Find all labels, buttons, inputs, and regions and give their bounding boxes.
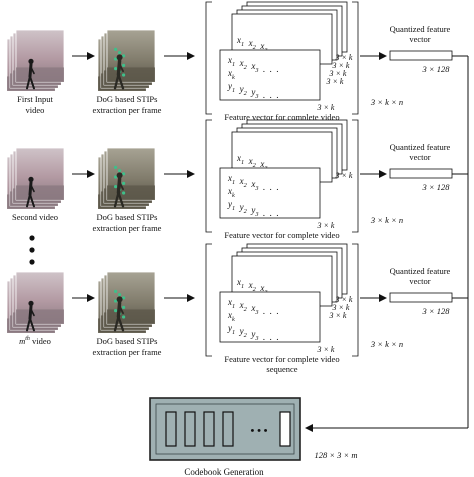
math-subscript: k (232, 192, 235, 199)
quantized-dim-label: 3 × 128 (422, 64, 451, 74)
math-dots: . (276, 306, 278, 316)
stip-label: DoG based STIPs (97, 94, 158, 104)
bracket-right (352, 120, 358, 232)
quantized-label: Quantized feature (390, 142, 451, 152)
ellipsis-dot (29, 259, 34, 264)
frame-ground (107, 309, 155, 324)
stip-label: extraction per frame (93, 105, 162, 115)
front-dim-label: 3 × k (317, 221, 335, 230)
frame-ground (16, 67, 64, 82)
bracket-right (352, 2, 358, 114)
walker-body (118, 179, 119, 193)
pipeline-row-2: Second video DoG based STIPsextraction pe… (7, 120, 468, 250)
math-subscript: k (232, 74, 235, 81)
math-dots: . (276, 182, 278, 192)
label-rest: video (30, 336, 51, 346)
codeword-cell (166, 412, 176, 446)
bracket-left (206, 244, 212, 356)
codebook-label: Codebook Generation (184, 467, 264, 477)
stip-point (114, 290, 117, 293)
quantized-vector-bar (390, 169, 452, 178)
stack-dim-label: 3 × k (335, 171, 353, 180)
codeword-cell (204, 412, 214, 446)
stip-label: extraction per frame (93, 347, 162, 357)
bracket-right (352, 244, 358, 356)
quantized-label: Quantized feature (390, 24, 451, 34)
walker-body (30, 182, 31, 194)
stip-point (122, 64, 125, 67)
ellipsis-dot (29, 247, 34, 252)
bracket-left (206, 120, 212, 232)
stip-point (114, 185, 117, 188)
video-label: First Input (17, 94, 53, 104)
front-dim-label: 3 × k (317, 103, 335, 112)
stip-label: DoG based STIPs (97, 212, 158, 222)
bracket-left (206, 2, 212, 114)
feature-caption: Feature vector for complete video (224, 354, 339, 364)
stack-dim-label: 3 × k (326, 77, 344, 86)
quantized-label: Quantized feature (390, 266, 451, 276)
video-label: video (26, 105, 45, 115)
math-subscript: k (232, 316, 235, 323)
frame-ground (107, 185, 155, 200)
quantized-label: vector (409, 152, 430, 162)
front-dim-label: 3 × k (317, 345, 335, 354)
stip-point (114, 67, 117, 70)
math-dots: . (276, 90, 278, 100)
codebook-dim-label: 128 × 3 × m (314, 450, 357, 460)
walker-body (118, 61, 119, 75)
stack-dim-label: 3 × k (329, 311, 347, 320)
total-dim-label: 3 × k × n (370, 215, 403, 225)
video-label: Second video (12, 212, 58, 222)
codeword-cell (223, 412, 233, 446)
stip-point (114, 48, 117, 51)
feature-caption: sequence (266, 364, 297, 374)
stip-point (114, 309, 117, 312)
frame-ground (16, 185, 64, 200)
total-dim-label: 3 × k × n (370, 97, 403, 107)
frame-ground (107, 67, 155, 82)
walker-body (30, 64, 31, 76)
walker-body (30, 306, 31, 318)
total-dim-label: 3 × k × n (370, 339, 403, 349)
stip-point (122, 191, 125, 194)
quantized-vector-bar (390, 293, 452, 302)
quantized-label: vector (409, 34, 430, 44)
pipeline-row-3: mth video DoG based STIPsextraction per f… (7, 244, 468, 374)
codeword-cell (185, 412, 195, 446)
walker-body (118, 303, 119, 317)
quantized-vector-bar (390, 51, 452, 60)
codeword-cell-last (280, 412, 290, 446)
math-dots: . (276, 208, 278, 218)
stip-point (122, 306, 125, 309)
stip-point (114, 166, 117, 169)
ellipsis-dot (29, 235, 34, 240)
codebook-dots: • • • (250, 425, 267, 437)
quantized-dim-label: 3 × 128 (422, 306, 451, 316)
quantized-dim-label: 3 × 128 (422, 182, 451, 192)
frame-ground (16, 309, 64, 324)
stip-label: DoG based STIPs (97, 336, 158, 346)
stip-point (122, 182, 125, 185)
stip-point (118, 51, 121, 54)
stip-point (118, 169, 121, 172)
stip-point (122, 315, 125, 318)
stip-point (122, 73, 125, 76)
video-label: mth video (19, 336, 51, 346)
math-dots: . (276, 332, 278, 342)
stip-point (118, 293, 121, 296)
stip-label: extraction per frame (93, 223, 162, 233)
math-dots: . (276, 64, 278, 74)
feature-caption: Feature vector for complete video (224, 230, 339, 240)
quantized-label: vector (409, 276, 430, 286)
